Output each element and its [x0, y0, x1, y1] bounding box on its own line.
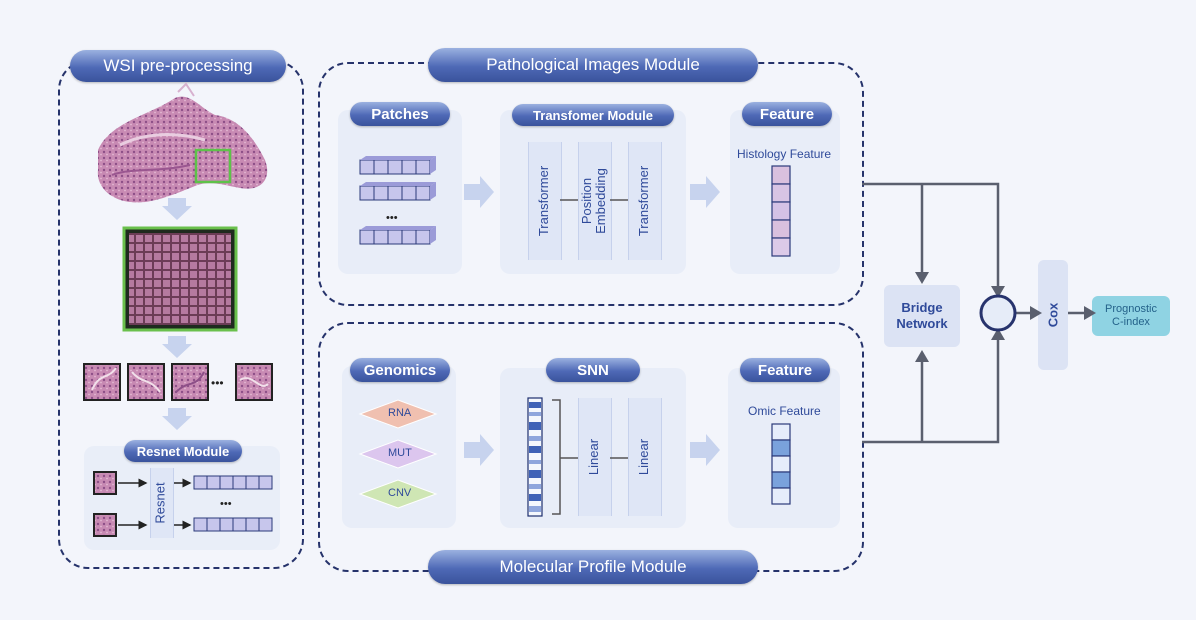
wsi-down-arrows	[162, 198, 192, 430]
position-embedding-bar	[578, 142, 612, 260]
flow-lines	[862, 182, 1088, 444]
omic-feature-vector	[771, 423, 791, 505]
patch-vectors	[359, 159, 431, 245]
linear-1-bar	[578, 398, 612, 516]
patch-ellipsis: •••	[386, 212, 398, 224]
snn-input-bands	[529, 402, 541, 512]
omic-feature-label: Omic Feature	[748, 404, 821, 418]
transformer-module-title: Transfomer Module	[512, 104, 674, 126]
transformer-2-bar	[628, 142, 662, 260]
cnv-label: CNV	[388, 487, 412, 499]
molecular-title: Molecular Profile Module	[428, 550, 758, 584]
bridge-network-box: Bridge Network	[884, 285, 960, 347]
snn-title: SNN	[546, 358, 640, 382]
patches-title: Patches	[350, 102, 450, 126]
resnet-bar	[150, 468, 174, 538]
tile-row	[83, 363, 273, 401]
mut-label: MUT	[388, 447, 412, 459]
cox-box: Cox	[1038, 260, 1068, 370]
stage-arrows	[464, 176, 720, 466]
omic-feature-title: Feature	[740, 358, 830, 382]
resnet-module-title: Resnet Module	[124, 440, 242, 462]
transformer-1-bar	[528, 142, 562, 260]
histology-feature-label: Histology Feature	[737, 147, 832, 161]
fusion-node	[979, 294, 1017, 332]
flow-arrowheads	[915, 272, 1096, 362]
tile-ellipsis: •••	[211, 376, 224, 390]
histology-feature-title: Feature	[742, 102, 832, 126]
tiled-wsi-grid	[122, 226, 238, 332]
tissue-slide-image	[97, 82, 268, 203]
genomics-diamonds	[358, 399, 438, 509]
histology-feature-vector	[771, 165, 791, 257]
patch-vector-depth	[360, 156, 436, 244]
prognostic-box: Prognostic C-index	[1092, 296, 1170, 336]
pathological-title: Pathological Images Module	[428, 48, 758, 82]
linear-2-bar	[628, 398, 662, 516]
resnet-ellipsis: •••	[220, 498, 232, 510]
wsi-title: WSI pre-processing	[70, 50, 286, 82]
rna-label: RNA	[388, 407, 412, 419]
genomics-title: Genomics	[350, 358, 450, 382]
